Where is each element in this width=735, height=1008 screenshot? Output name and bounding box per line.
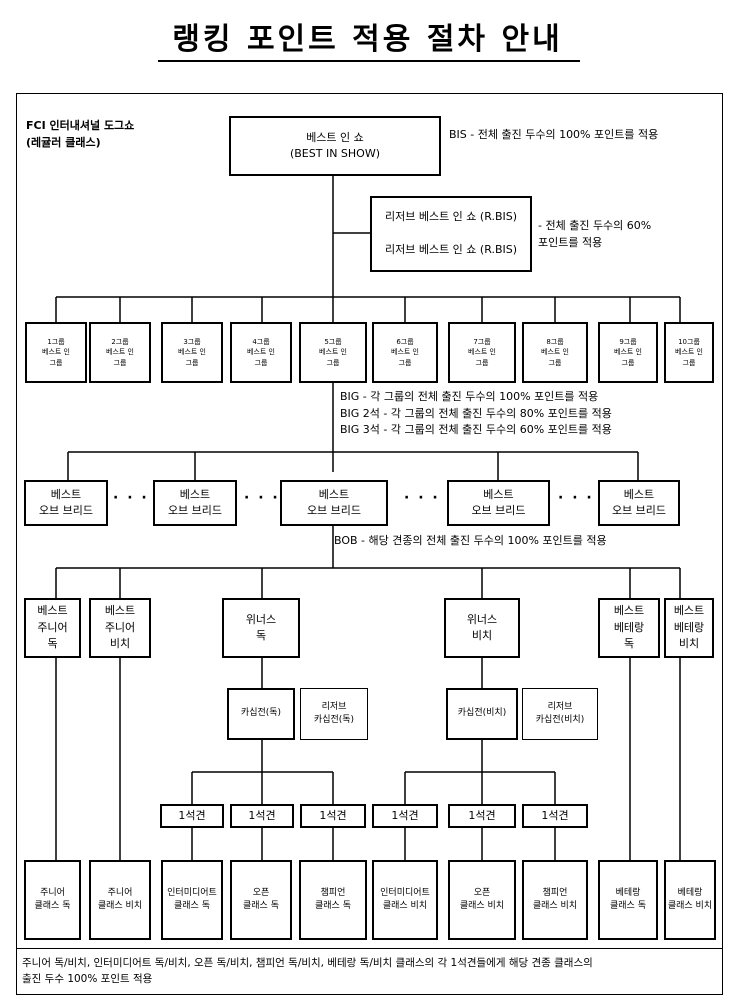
best-in-show-box: 베스트 인 쇼 (BEST IN SHOW) xyxy=(229,116,441,176)
best-of-breed-box: 베스트 오브 브리드 xyxy=(280,480,388,526)
page-title: 랭킹 포인트 적용 절차 안내 xyxy=(172,22,563,57)
group-box: 10그룹 베스트 인 그룹 xyxy=(664,322,714,383)
first-place-box: 1석견 xyxy=(372,804,438,828)
best-junior-dog-box: 베스트 주니어 독 xyxy=(24,598,81,658)
best-veteran-bitch-box: 베스트 베테랑 비치 xyxy=(664,598,714,658)
class-box: 챔피언 클래스 비치 xyxy=(522,860,588,940)
winners-bitch-box: 위너스 비치 xyxy=(444,598,520,658)
first-place-box: 1석견 xyxy=(160,804,224,828)
group-box: 9그룹 베스트 인 그룹 xyxy=(598,322,658,383)
diagram-frame xyxy=(16,93,723,995)
group-box: 8그룹 베스트 인 그룹 xyxy=(522,322,588,383)
group-box: 2그룹 베스트 인 그룹 xyxy=(89,322,151,383)
group-box: 1그룹 베스트 인 그룹 xyxy=(25,322,87,383)
class-box: 인터미디어트 클래스 독 xyxy=(161,860,223,940)
cc-bitch-box: 카십전(비치) xyxy=(446,688,518,740)
footer-note: 주니어 독/비치, 인터미디어트 독/비치, 오픈 독/비치, 챔피언 독/비치… xyxy=(22,957,593,985)
class-box: 베테랑 클래스 독 xyxy=(598,860,658,940)
first-place-box: 1석견 xyxy=(300,804,366,828)
first-place-box: 1석견 xyxy=(522,804,588,828)
group-box: 5그룹 베스트 인 그룹 xyxy=(299,322,367,383)
best-of-breed-box: 베스트 오브 브리드 xyxy=(447,480,550,526)
group-box: 7그룹 베스트 인 그룹 xyxy=(448,322,516,383)
best-of-breed-box: 베스트 오브 브리드 xyxy=(153,480,237,526)
title-underline xyxy=(158,60,580,62)
class-box: 챔피언 클래스 독 xyxy=(299,860,367,940)
best-veteran-dog-box: 베스트 베테랑 독 xyxy=(598,598,660,658)
group-box: 4그룹 베스트 인 그룹 xyxy=(230,322,292,383)
winners-dog-box: 위너스 독 xyxy=(222,598,300,658)
bob-note: BOB - 해당 견종의 전체 출진 두수의 100% 포인트를 적용 xyxy=(334,534,607,547)
org-label: FCI 인터내셔널 도그쇼 (레귤러 클래스) xyxy=(26,119,135,149)
reserve-best-in-show-box: 리저브 베스트 인 쇼 (R.BIS) 리저브 베스트 인 쇼 (R.BIS) xyxy=(370,196,532,272)
ellipsis: · · · xyxy=(404,490,440,506)
class-box: 인터미디어트 클래스 비치 xyxy=(372,860,438,940)
bis-note: BIS - 전체 출진 두수의 100% 포인트를 적용 xyxy=(449,128,659,141)
first-place-box: 1석견 xyxy=(448,804,516,828)
rbis-note: - 전체 출진 두수의 60% 포인트를 적용 xyxy=(538,219,652,249)
ellipsis: · · · xyxy=(113,490,149,506)
best-junior-bitch-box: 베스트 주니어 비치 xyxy=(89,598,151,658)
best-of-breed-box: 베스트 오브 브리드 xyxy=(24,480,108,526)
group-box: 6그룹 베스트 인 그룹 xyxy=(372,322,438,383)
class-box: 오픈 클래스 비치 xyxy=(448,860,516,940)
class-box: 주니어 클래스 독 xyxy=(24,860,81,940)
big-note: BIG - 각 그룹의 전체 출진 두수의 100% 포인트를 적용 BIG 2… xyxy=(340,390,612,436)
reserve-cc-dog-box: 리저브 카십전(독) xyxy=(300,688,368,740)
class-box: 베테랑 클래스 비치 xyxy=(664,860,716,940)
class-box: 주니어 클래스 비치 xyxy=(89,860,151,940)
best-of-breed-box: 베스트 오브 브리드 xyxy=(598,480,680,526)
class-box: 오픈 클래스 독 xyxy=(230,860,292,940)
reserve-cc-bitch-box: 리저브 카십전(비치) xyxy=(522,688,598,740)
ellipsis: · · · xyxy=(558,490,594,506)
ellipsis: · · · xyxy=(244,490,280,506)
footer-divider xyxy=(16,948,723,949)
cc-dog-box: 카십전(독) xyxy=(227,688,295,740)
group-box: 3그룹 베스트 인 그룹 xyxy=(161,322,223,383)
first-place-box: 1석견 xyxy=(230,804,294,828)
